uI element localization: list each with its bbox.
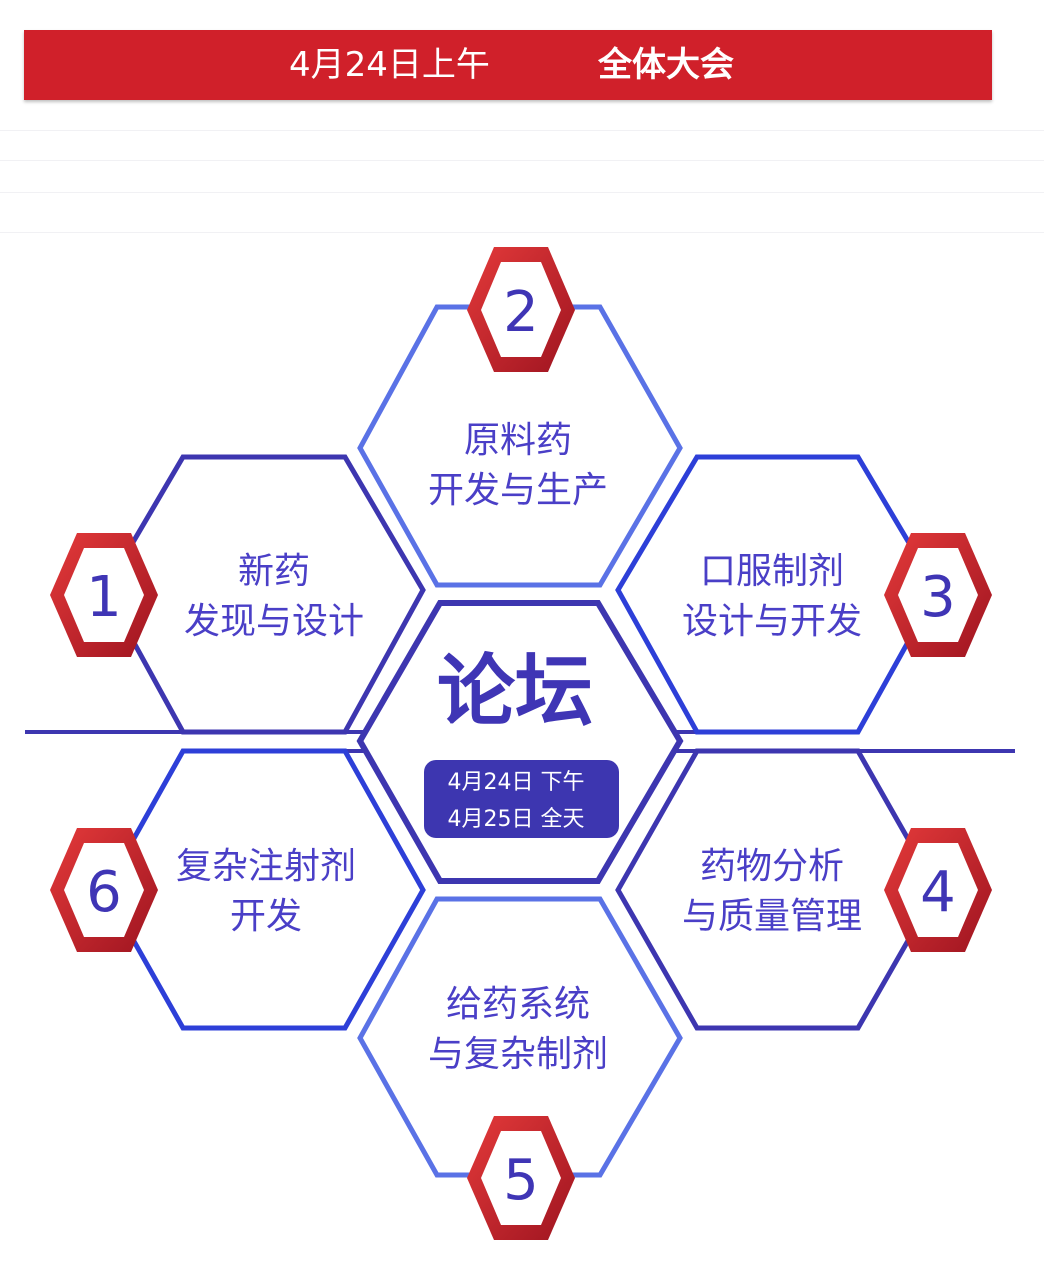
divider (0, 160, 1044, 161)
badge-3-number: 3 (920, 565, 956, 630)
forum-1-line-2: 发现与设计 (184, 601, 364, 642)
badge-3: 3 (884, 533, 992, 657)
center-date-2: 4月25日 全天 (448, 807, 585, 832)
forum-6-line-1: 复杂注射剂 (176, 846, 356, 887)
forum-4-line-1: 药物分析 (700, 846, 844, 887)
forum-6-line-2: 开发 (230, 896, 302, 937)
forum-2-line-2: 开发与生产 (428, 470, 608, 511)
banner-date: 4月24日上午 (289, 45, 490, 85)
forum-3-line-1: 口服制剂 (700, 551, 844, 592)
badge-5-number: 5 (503, 1148, 539, 1213)
forum-hex-5 (357, 896, 683, 1178)
badge-4-number: 4 (920, 860, 956, 925)
banner-title: 全体大会 (598, 45, 734, 85)
forum-hex-4 (615, 748, 940, 1031)
forum-4-line-2: 与质量管理 (682, 896, 862, 937)
badge-2-number: 2 (503, 280, 539, 345)
forum-2-line-1: 原料药 (464, 420, 572, 461)
forum-3-line-2: 设计与开发 (682, 601, 862, 642)
header-banner: 4月24日上午 全体大会 (24, 30, 992, 100)
forum-1-line-1: 新药 (238, 551, 310, 592)
badge-1-number: 1 (86, 565, 122, 630)
badge-6: 6 (50, 828, 158, 952)
forum-hex-3 (615, 454, 940, 735)
badge-6-number: 6 (86, 860, 122, 925)
badge-2: 2 (467, 247, 575, 372)
badge-5: 5 (467, 1116, 575, 1240)
divider (0, 192, 1044, 193)
center-hex (356, 600, 684, 884)
center-date-1: 4月24日 下午 (448, 770, 585, 795)
divider (0, 130, 1044, 131)
divider (0, 232, 1044, 233)
badge-4: 4 (884, 828, 992, 952)
forum-5-line-2: 与复杂制剂 (428, 1034, 608, 1075)
forum-5-line-1: 给药系统 (446, 984, 590, 1025)
badge-1: 1 (50, 533, 158, 657)
center-date-box (424, 760, 619, 838)
forum-hex-2 (357, 304, 683, 588)
center-title: 论坛 (437, 647, 593, 737)
